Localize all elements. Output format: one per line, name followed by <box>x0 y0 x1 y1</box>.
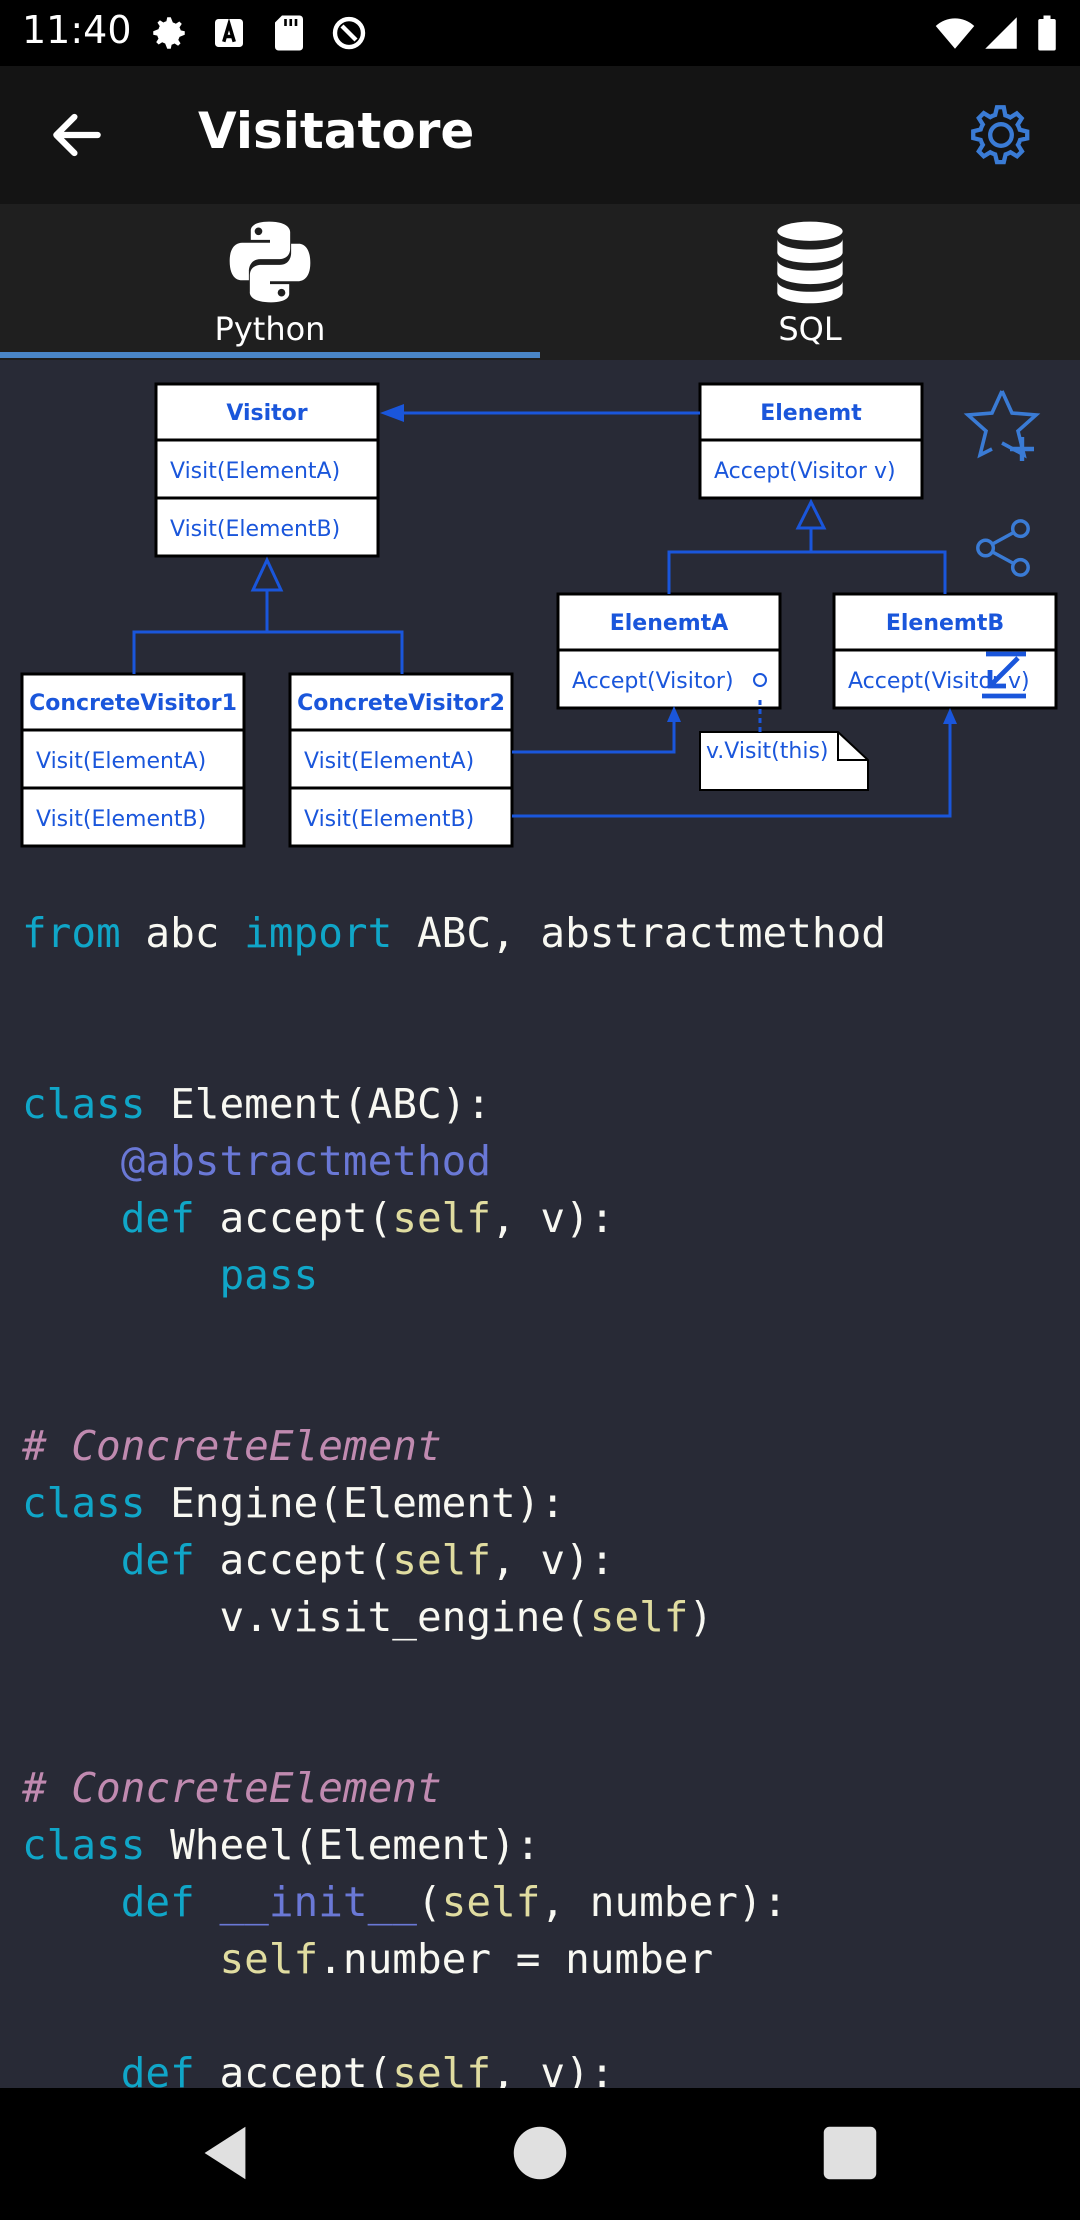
back-arrow-icon[interactable] <box>44 104 110 166</box>
code-line: class Engine(Element): <box>22 1479 566 1527</box>
data-saver-icon <box>332 16 366 50</box>
nav-recents-icon[interactable] <box>815 2118 885 2188</box>
cv1-title: ConcreteVisitor1 <box>29 691 237 716</box>
code-line: def accept(self, v): <box>120 1194 615 1242</box>
cv2-method-1: Visit(ElementA) <box>304 749 474 774</box>
cv1-method-2: Visit(ElementB) <box>36 807 206 832</box>
code-block: from abc import ABC, abstractmethod clas… <box>22 905 886 2102</box>
edit-check-icon[interactable] <box>978 650 1030 700</box>
code-line: pass <box>219 1251 319 1299</box>
tab-bar: Python SQL <box>0 204 1080 360</box>
code-line: def accept(self, v): <box>120 1536 615 1584</box>
tab-indicator <box>0 352 540 358</box>
code-line: @abstractmethod <box>120 1137 492 1185</box>
note-text: v.Visit(this) <box>706 739 829 764</box>
code-line: from abc import ABC, abstractmethod <box>22 909 886 957</box>
tab-sql-label: SQL <box>778 310 842 348</box>
share-icon[interactable] <box>972 516 1034 580</box>
page-title: Visitatore <box>198 102 475 160</box>
ea-title: ElenemtA <box>610 611 729 636</box>
uml-connectors <box>132 411 952 818</box>
code-line: class Element(ABC): <box>22 1080 491 1128</box>
element-title: Elenemt <box>760 401 862 426</box>
system-nav-bar <box>0 2088 1080 2220</box>
nav-home-icon[interactable] <box>505 2118 575 2188</box>
uml-diagram: Visitor Visit(ElementA) Visit(ElementB) … <box>20 382 1058 848</box>
app-bar: Visitatore <box>0 66 1080 204</box>
cv2-title: ConcreteVisitor2 <box>297 691 505 716</box>
tab-sql[interactable]: SQL <box>540 204 1080 360</box>
tab-python[interactable]: Python <box>0 204 540 360</box>
code-comment: # ConcreteElement <box>22 1422 442 1470</box>
uml-arrowheads <box>380 404 957 724</box>
favorite-add-icon[interactable] <box>962 384 1042 466</box>
python-logo-icon <box>229 221 311 303</box>
code-line: self.number = number <box>219 1935 714 1983</box>
eb-method-1: Accept(Visitor v) <box>848 669 1030 694</box>
database-icon <box>777 221 843 304</box>
visitor-method-2: Visit(ElementB) <box>170 517 340 542</box>
settings-status-icon <box>153 17 185 49</box>
ea-method-1: Accept(Visitor) <box>572 669 734 694</box>
element-method-1: Accept(Visitor v) <box>714 459 896 484</box>
uml-class-concrete-visitor-2: ConcreteVisitor2 Visit(ElementA) Visit(E… <box>288 672 514 848</box>
sd-card-icon <box>275 15 303 51</box>
code-line: def __init__(self, number): <box>120 1878 788 1926</box>
wifi-icon <box>935 18 975 49</box>
uml-class-visitor: Visitor Visit(ElementA) Visit(ElementB) <box>154 382 380 558</box>
status-time: 11:40 <box>22 8 132 52</box>
visitor-method-1: Visit(ElementA) <box>170 459 340 484</box>
visitor-title: Visitor <box>226 401 307 426</box>
uml-class-element-a: ElenemtA Accept(Visitor) <box>556 592 782 710</box>
code-line: class Wheel(Element): <box>22 1821 541 1869</box>
keyboard-a-icon <box>215 18 243 47</box>
nav-back-icon[interactable] <box>190 2118 260 2188</box>
uml-class-element-b: ElenemtB Accept(Visitor v) <box>832 592 1058 710</box>
status-bar: 11:40 <box>0 0 1080 66</box>
uml-class-concrete-visitor-1: ConcreteVisitor1 Visit(ElementA) Visit(E… <box>20 672 246 848</box>
uml-note: v.Visit(this) <box>699 731 869 791</box>
signal-icon <box>985 17 1017 49</box>
tab-python-label: Python <box>214 310 326 348</box>
code-line: v.visit_engine(self) <box>22 1593 714 1641</box>
code-comment: # ConcreteElement <box>22 1764 442 1812</box>
eb-title: ElenemtB <box>886 611 1004 636</box>
gear-icon[interactable] <box>964 98 1038 172</box>
battery-icon <box>1038 15 1056 51</box>
cv1-method-1: Visit(ElementA) <box>36 749 206 774</box>
cv2-method-2: Visit(ElementB) <box>304 807 474 832</box>
uml-class-element: Elenemt Accept(Visitor v) <box>698 382 924 500</box>
